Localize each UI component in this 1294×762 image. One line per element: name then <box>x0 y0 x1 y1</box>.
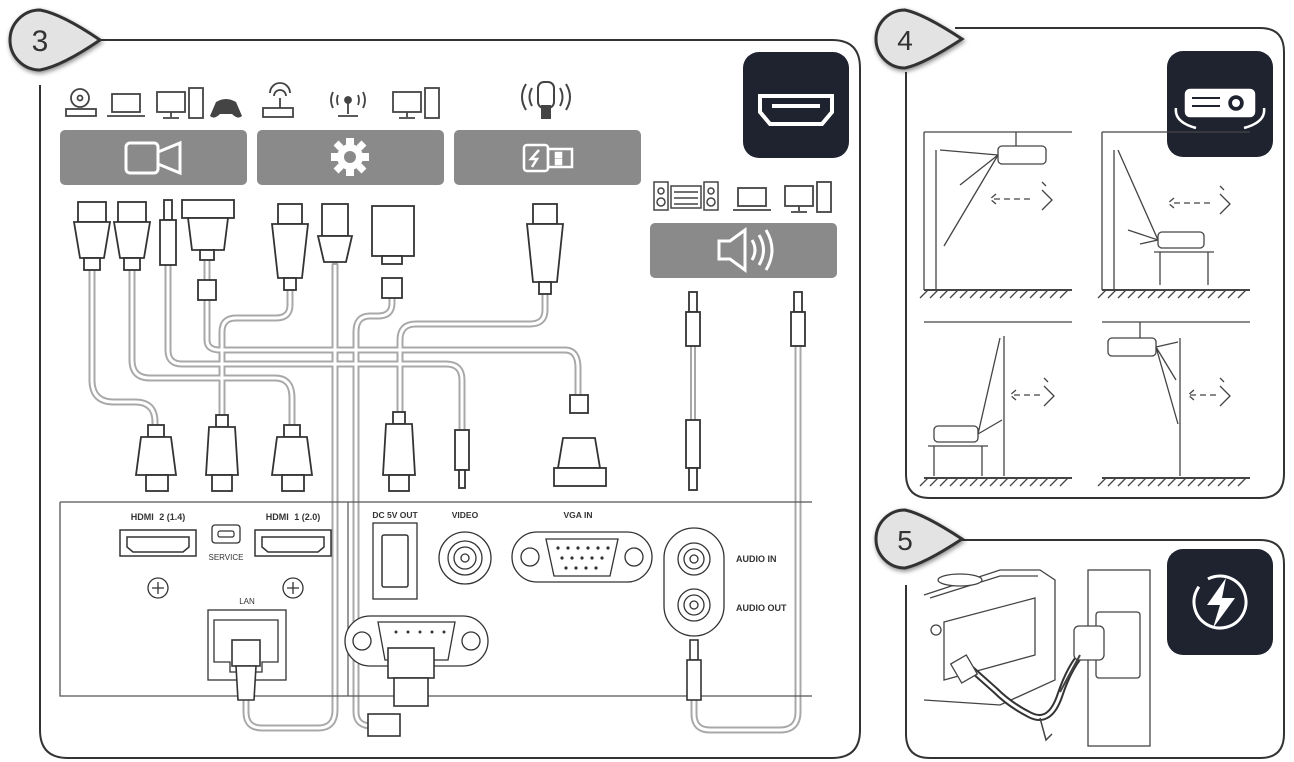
lightning-bolt-icon <box>1207 578 1235 628</box>
screw-icon-2 <box>282 577 304 599</box>
vga-plug-top <box>181 199 235 301</box>
vga-in-port[interactable] <box>511 531 653 583</box>
hdmi2-suffix: 2 (1.4) <box>159 512 185 522</box>
vga-plug-top-2 <box>371 205 415 299</box>
usb-power-icon <box>522 143 574 173</box>
step3-badge <box>8 8 103 72</box>
video-rca-port[interactable] <box>438 531 492 585</box>
dvd-player-icon <box>65 88 97 117</box>
laptop-icon <box>107 93 145 117</box>
projector-connection-panel: HDMI 2 (1.4) SERVICE HDMI 1 (2.0) <box>59 501 812 737</box>
usb-plug-bottom-2 <box>382 411 416 492</box>
vga-plug-bottom <box>553 394 607 487</box>
hdmi2-logo: HDMI <box>131 512 154 522</box>
vga-in-label: VGA IN <box>564 510 593 520</box>
service-label: SERVICE <box>209 553 244 562</box>
power-badge <box>1167 549 1273 655</box>
screw-icon-1 <box>147 577 169 599</box>
setup-ceiling-rear <box>1097 321 1250 487</box>
step4-badge <box>874 8 965 70</box>
network-antenna-icon <box>330 91 366 117</box>
dc-out-usb-port[interactable] <box>372 522 418 600</box>
network-settings-bar <box>257 130 444 185</box>
lan-plug-top <box>316 203 354 263</box>
stereo-system-icon <box>653 181 719 211</box>
hdmi-badge <box>743 52 849 158</box>
audio-plug-top-2 <box>790 291 806 347</box>
hdmi-plug-top-1 <box>72 201 112 271</box>
desktop-computer-icon-2 <box>392 87 440 119</box>
step4-number: 4 <box>897 25 913 56</box>
step3-panel: 3 <box>8 8 861 759</box>
wireless-dongle-icon <box>521 81 571 119</box>
speaker-icon <box>717 227 774 273</box>
projector-badge <box>1167 51 1273 157</box>
step5-badge <box>874 508 965 570</box>
hdmi2-port[interactable] <box>119 529 197 557</box>
projector-hands-icon <box>1174 88 1266 130</box>
svg-text:HDMI 2 (1.4): HDMI 2 (1.4) <box>131 512 186 522</box>
service-port[interactable] <box>211 524 241 544</box>
desktop-computer-icon <box>156 87 204 119</box>
hdmi-plug-top-2 <box>112 201 152 271</box>
vga-out-port[interactable] <box>344 615 489 667</box>
rca-plug-bottom <box>454 429 470 489</box>
wireless-power-bar <box>454 130 641 185</box>
usb-plug-bottom-1 <box>205 414 239 492</box>
vga-plug-inserted <box>367 647 435 737</box>
audio-out-port[interactable] <box>677 588 711 622</box>
setup-table-rear <box>919 321 1072 487</box>
audio-in-label: AUDIO IN <box>736 554 777 564</box>
hdmi1-suffix: 1 (2.0) <box>294 512 320 522</box>
audio-plug-bottom <box>685 419 701 491</box>
game-controller-icon <box>210 99 242 118</box>
bottom-connectors <box>134 394 701 492</box>
hdmi1-logo: HDMI <box>266 512 289 522</box>
projector-power-illustration <box>923 569 1151 747</box>
audio-out-label: AUDIO OUT <box>736 603 787 613</box>
audio-bar <box>650 223 837 278</box>
hdmi-plug-bottom-2 <box>134 424 178 492</box>
setup-table-front <box>1097 131 1250 299</box>
video-sources-bar <box>60 130 247 185</box>
audio-plug-top-1 <box>685 291 701 347</box>
step5-number: 5 <box>897 525 913 556</box>
video-camera-icon <box>124 140 182 176</box>
step5-panel: 5 <box>874 508 1285 759</box>
step3-number: 3 <box>32 25 49 58</box>
cables-inner <box>90 260 800 732</box>
svg-text:HDMI 1 (2.0): HDMI 1 (2.0) <box>266 512 321 522</box>
audio-plug-inserted <box>686 639 702 701</box>
usb-plug-top-2 <box>526 203 564 295</box>
laptop-icon-2 <box>733 187 771 211</box>
setup-ceiling-front <box>919 131 1072 299</box>
lan-label: LAN <box>239 597 255 606</box>
desktop-computer-icon-3 <box>784 181 832 213</box>
hdmi1-port[interactable] <box>254 529 332 557</box>
audio-in-port[interactable] <box>677 542 711 576</box>
audio-ports-housing <box>663 527 725 637</box>
lan-plug-inserted <box>231 639 261 701</box>
gear-icon <box>331 138 369 176</box>
step4-panel: 4 <box>874 8 1285 499</box>
hdmi-plug-bottom-1 <box>270 424 314 492</box>
video-label: VIDEO <box>452 510 479 520</box>
dc-out-label: DC 5V OUT <box>372 510 418 520</box>
rca-plug-top <box>159 199 177 266</box>
router-icon <box>262 82 294 118</box>
usb-plug-top-1 <box>270 203 310 291</box>
top-connectors <box>72 199 806 347</box>
